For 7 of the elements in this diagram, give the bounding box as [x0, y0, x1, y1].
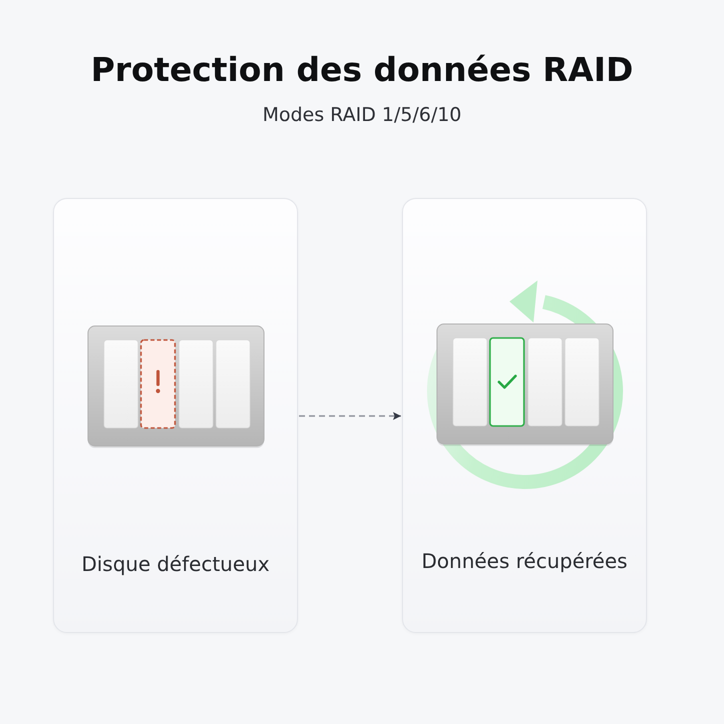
card: [402, 198, 647, 633]
card: [53, 198, 298, 633]
subtitle: Modes RAID 1/5/6/10: [262, 103, 462, 128]
title: Protection des données RAID: [90, 49, 634, 91]
card-caption: Données récupérées: [422, 548, 628, 575]
card-caption: Disque défectueux: [81, 551, 270, 578]
dashed-arrow: [299, 412, 401, 420]
